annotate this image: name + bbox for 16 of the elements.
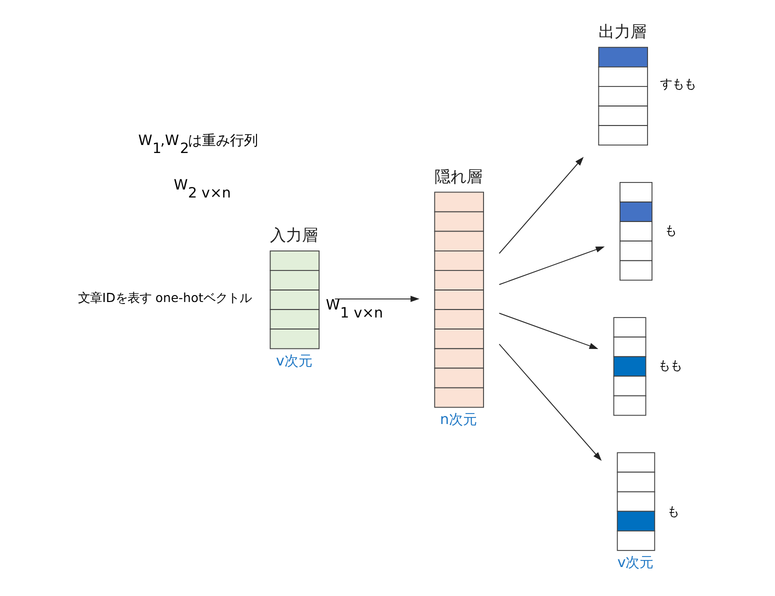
node-label: もも [658,358,682,373]
node-label: 隠れ層 [434,166,482,186]
node-label: 文章IDを表す one-hotベクトル [78,290,251,306]
arrow [498,156,584,254]
node-label: 入力層 [270,226,318,245]
arrow [334,296,419,302]
node-label: も [664,222,676,238]
node-label: n次元 [440,412,477,428]
node-label: も [666,504,679,519]
arrow [498,312,598,349]
node-text: v次元 [616,555,654,572]
node-label: すもも [660,76,696,91]
arrow [498,246,604,285]
arrow [498,344,602,461]
node-text: 出力層 [598,22,646,42]
node-label: v次元 [276,353,312,370]
